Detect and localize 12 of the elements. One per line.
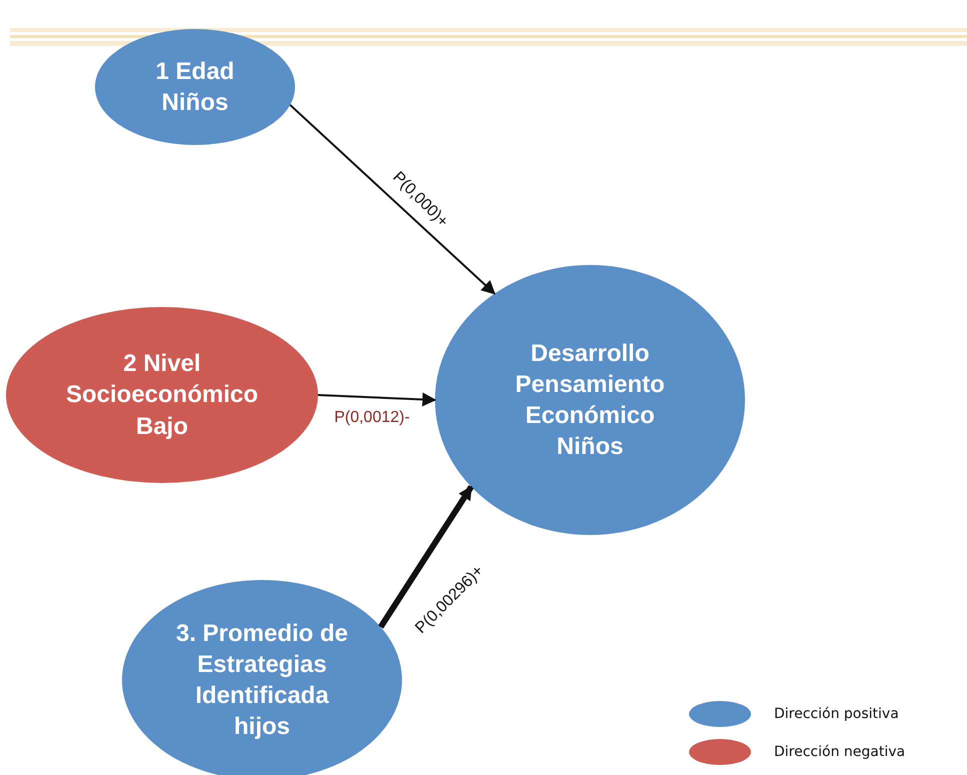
legend-label: Dirección negativa bbox=[774, 744, 906, 760]
node-label: 1 Edad Niños bbox=[154, 56, 236, 118]
arrow bbox=[318, 392, 436, 406]
ellipse-node bbox=[95, 29, 295, 145]
ellipse-node bbox=[6, 307, 318, 483]
node-label: 2 Nivel Socioeconómico Bajo bbox=[64, 349, 260, 442]
node-label: 3. Promedio de Estrategias Identificada hijos bbox=[174, 618, 350, 742]
legend-label: Dirección positiva bbox=[774, 706, 899, 722]
arrow bbox=[289, 104, 496, 295]
arrow bbox=[378, 485, 474, 629]
node-label: Desarrollo Pensamiento Económico Niños bbox=[514, 338, 666, 462]
ellipse-node bbox=[435, 265, 745, 535]
